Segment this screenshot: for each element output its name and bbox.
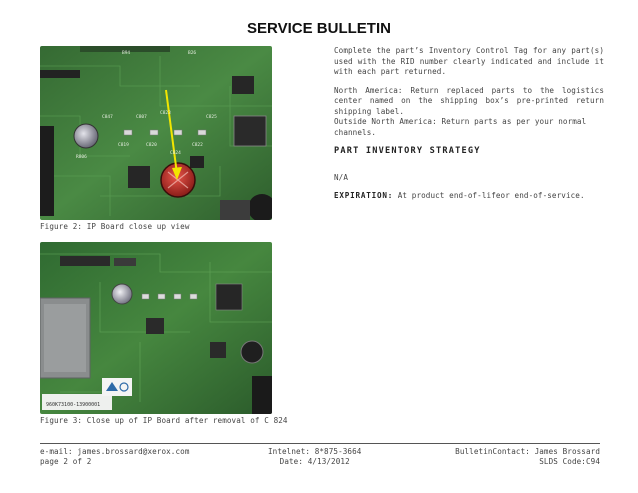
expiration-line: EXPIRATION: At product end-of-lifeor end…	[334, 191, 604, 202]
svg-text:C819: C819	[118, 142, 129, 148]
footer-intelnet: Intelnet: 8*875-3664	[268, 447, 362, 456]
expiration-text: At product end-of-lifeor end-of-service.	[393, 191, 585, 200]
svg-text:C824: C824	[170, 150, 181, 156]
part-inventory-strategy-heading: PART INVENTORY STRATEGY	[334, 146, 481, 156]
svg-text:C825: C825	[206, 114, 217, 120]
inventory-strategy-value: N/A	[334, 172, 349, 182]
ip-board-after-removal-photo: 960K73100-13900001	[40, 242, 272, 414]
north-america-paragraph: North America: Return replaced parts to …	[334, 85, 604, 116]
footer-right: BulletinContact: James Brossard SLDS Cod…	[455, 447, 600, 467]
svg-text:B94: B94	[122, 50, 130, 56]
svg-text:B26: B26	[188, 50, 196, 56]
footer-slds-code: SLDS Code:C94	[539, 457, 600, 466]
svg-text:C823: C823	[160, 110, 171, 116]
footer-email: e-mail: james.brossard@xerox.com	[40, 447, 190, 456]
expiration-label: EXPIRATION:	[334, 191, 394, 200]
footer-page-number: page 2 of 2	[40, 457, 92, 466]
footer-center: Intelnet: 8*875-3664 Date: 4/13/2012	[268, 447, 361, 467]
footer-left: e-mail: james.brossard@xerox.com page 2 …	[40, 447, 190, 467]
footer-date: Date: 4/13/2012	[279, 457, 350, 466]
board-serial-label: 960K73100-13900001	[46, 402, 100, 408]
svg-text:C847: C847	[102, 114, 113, 120]
footer-divider	[40, 443, 600, 444]
svg-text:C822: C822	[192, 142, 203, 148]
svg-text:R806: R806	[76, 154, 87, 160]
svg-text:C820: C820	[146, 142, 157, 148]
footer-contact: BulletinContact: James Brossard	[455, 447, 600, 456]
figure-2-caption: Figure 2: IP Board close up view	[40, 222, 190, 231]
inventory-tag-paragraph: Complete the part’s Inventory Control Ta…	[334, 46, 604, 76]
bulletin-title: SERVICE BULLETIN	[247, 20, 391, 37]
svg-text:C807: C807	[136, 114, 147, 120]
figure-3-caption: Figure 3: Close up of IP Board after rem…	[40, 416, 288, 425]
outside-north-america-paragraph: Outside North America: Return parts as p…	[334, 117, 587, 137]
bulletin-body: Complete the part’s Inventory Control Ta…	[334, 46, 604, 210]
